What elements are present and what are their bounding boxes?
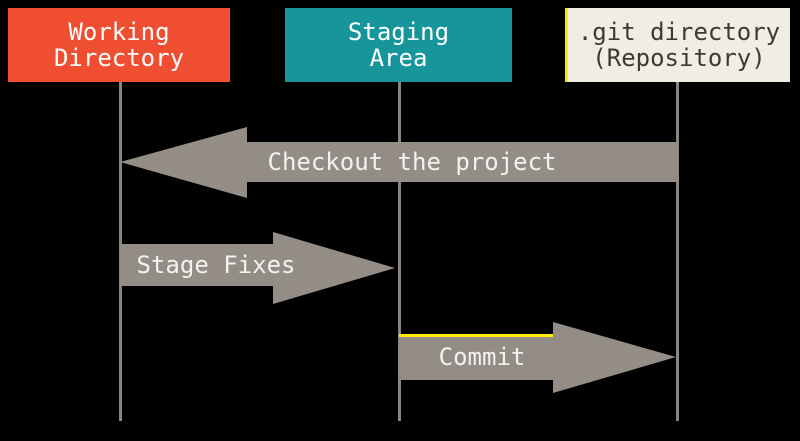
git-box-yellow-highlight	[565, 8, 568, 82]
stage-fixes-arrow-shaft	[120, 244, 273, 286]
working-directory-label-line2: Directory	[53, 44, 185, 72]
working-directory-box: Working Directory	[8, 8, 230, 82]
staging-area-box: Staging Area	[285, 8, 512, 82]
checkout-arrowhead-left-icon	[120, 127, 247, 198]
git-directory-label-line2: (Repository)	[592, 44, 766, 72]
commit-arrow-label: Commit	[438, 343, 526, 371]
git-directory-label-line1: .git directory	[577, 18, 781, 46]
checkout-arrow-label: Checkout the project	[267, 148, 557, 176]
stage-fixes-arrow-label: Stage Fixes	[136, 251, 296, 279]
working-directory-label-line1: Working	[68, 18, 170, 46]
git-directory-lifeline	[676, 82, 679, 421]
commit-arrow: Commit	[399, 322, 676, 393]
checkout-arrow: Checkout the project	[120, 127, 678, 198]
git-directory-box: .git directory (Repository)	[568, 8, 790, 82]
stage-fixes-arrow: Stage Fixes	[120, 232, 395, 304]
commit-arrow-shaft	[399, 334, 553, 380]
checkout-arrow-shaft	[247, 142, 678, 182]
staging-area-lifeline	[398, 82, 401, 421]
staging-area-label-line2: Area	[369, 44, 428, 72]
staging-area-label-line1: Staging	[347, 18, 450, 46]
commit-arrowhead-right-icon	[553, 322, 676, 393]
stage-fixes-arrowhead-right-icon	[273, 232, 395, 304]
